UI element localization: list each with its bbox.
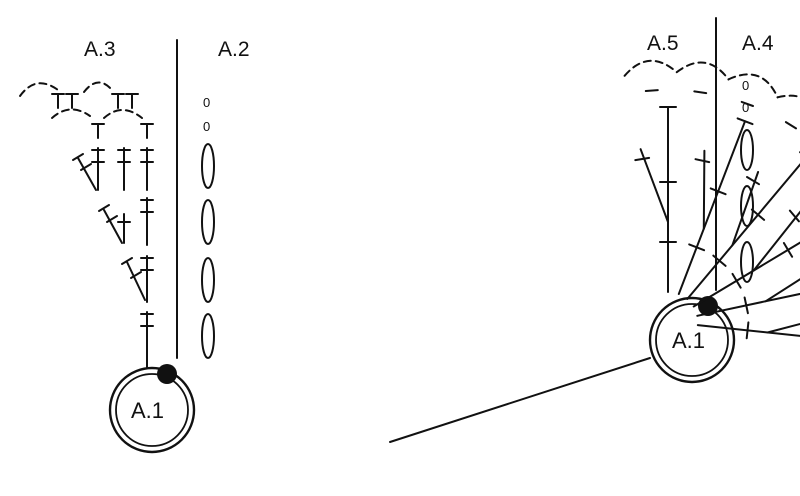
magic-ring-right: A.1 [648,296,736,384]
stitch-v-branch [731,171,760,247]
stitch-spoke [696,292,800,317]
fan-stitches [623,59,800,340]
start-dot-left [157,364,177,384]
chain-column-left: 0 0 [201,95,215,359]
stitch-dc-cross [750,208,766,221]
stitch-dc-cross [694,158,711,164]
chain-arc [727,73,779,99]
stitch-row-1 [51,108,154,139]
stitch-row-3 [98,197,154,246]
ring-label-right: A.1 [672,328,705,353]
stitch-v-branch [752,210,800,272]
chain-small: 0 [203,95,210,110]
stitch-sc-top [740,100,754,107]
magic-ring-left: A.1 [108,364,196,454]
left-diagram: A.3 A.2 A.1 [19,38,250,454]
stitch-v-branch [766,322,800,334]
stitch-dc-cross [634,156,651,162]
stitch-v-branch [639,148,669,223]
chain-oval [201,199,215,245]
stitch-dc-top [736,117,754,126]
stitch-row-top [19,81,139,109]
chain-column-right: 0 0 [740,78,754,283]
stitch-dc-cross [782,242,794,258]
stitch-spoke [677,120,746,295]
chain-small: 0 [742,100,749,115]
chain-oval [201,143,215,189]
label-a4-right: A.4 [742,32,774,55]
stitch-sc-top [693,90,708,95]
stitch-dc-cross [788,209,800,223]
stitch-dc-cross [743,296,749,315]
stitch-dc-cross [688,243,706,252]
chain-small: 0 [203,119,210,134]
stitch-v-branch [764,278,800,303]
label-a3-left: A.3 [84,38,116,61]
stitch-sc-top [644,89,659,92]
chain-oval [201,313,215,359]
ring-label-left: A.1 [131,398,164,423]
chain-oval [740,129,754,171]
stitch-spoke [696,324,800,337]
stitch-dc-cross [745,321,750,340]
chain-arc [776,94,800,99]
chain-oval [740,241,754,283]
stitch-spoke [692,241,800,308]
label-a5-right: A.5 [647,32,679,55]
label-a2-left: A.2 [218,38,250,61]
stitch-v-branch [702,149,706,230]
stitch-dc-cross [712,254,727,267]
stitch-row-4 [121,255,154,303]
chain-oval [740,185,754,227]
stitch-spoke [686,163,800,300]
right-diagram: A.5 A.4 A.1 0 0 [389,17,800,443]
chain-small: 0 [742,78,749,93]
stitch-dc-cross [746,176,760,186]
stitch-dc-cross [731,272,742,289]
stitch-dc-cross [709,187,727,196]
stitch-sc-top [784,121,797,130]
chain-oval [201,257,215,303]
chain-arc [675,61,730,81]
chain-arc [623,59,678,77]
stitch-row-2 [72,147,154,191]
baseline [389,357,651,443]
